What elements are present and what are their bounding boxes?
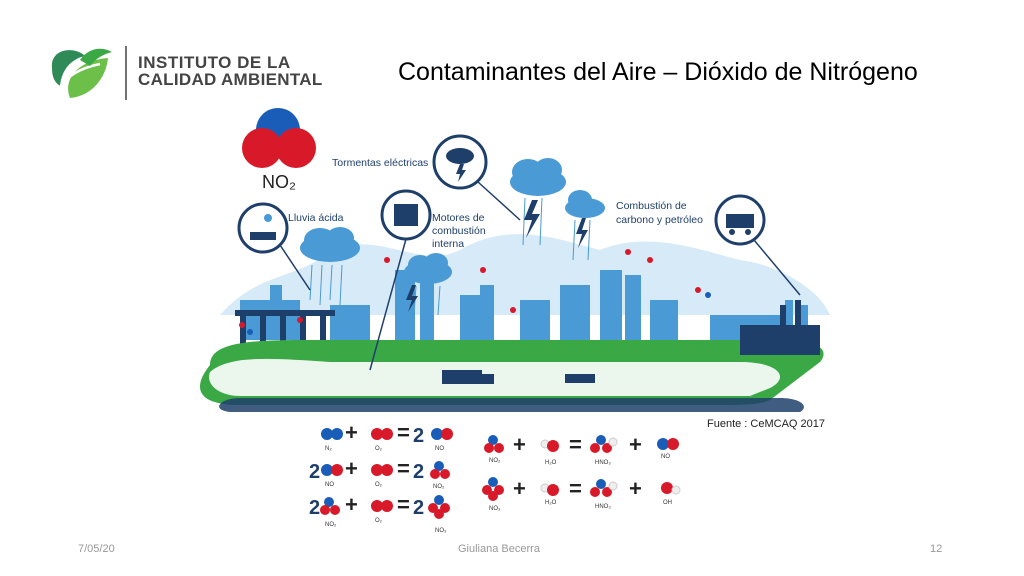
rain-drops (309, 197, 591, 316)
label-storms: Tormentas eléctricas (332, 157, 428, 169)
callout-line (753, 239, 801, 296)
svg-text:NO₃: NO₃ (489, 506, 501, 512)
callout-line (369, 238, 407, 371)
svg-text:NO: NO (325, 482, 334, 488)
ground-edge (219, 398, 804, 412)
svg-text:NO: NO (661, 454, 670, 460)
svg-text:+: + (629, 432, 642, 457)
svg-text:O₂: O₂ (375, 482, 383, 488)
svg-text:H₂O: H₂O (545, 460, 557, 466)
storm-cloud-icon (510, 158, 566, 196)
leaf-logo-icon (51, 48, 112, 98)
svg-text:HNO₃: HNO₃ (595, 504, 611, 510)
label-engines-2: combustión (432, 225, 486, 237)
city-skyline (240, 270, 808, 340)
svg-text:NO₂: NO₂ (489, 458, 501, 464)
engine-icon (380, 189, 432, 241)
svg-text:H₂O: H₂O (545, 500, 557, 506)
svg-text:O₂: O₂ (375, 518, 383, 524)
footer-page-number: 12 (930, 543, 943, 555)
equation-row: 2 + = 2 NO₂ O₂ NO₃ (309, 492, 450, 534)
equation-row: + = + NO₃ H₂O HNO₃ OH (482, 476, 681, 512)
svg-text:O₂: O₂ (375, 446, 383, 452)
svg-text:2: 2 (413, 425, 424, 447)
label-acid-rain: Lluvia ácida (288, 212, 344, 224)
svg-text:NO₂: NO₂ (325, 522, 337, 528)
acid-rain-hand-icon (237, 202, 289, 254)
svg-text:+: + (345, 456, 358, 481)
road (209, 358, 780, 396)
svg-text:+: + (345, 492, 358, 517)
pickup-icon (565, 374, 595, 383)
svg-text:NO: NO (435, 446, 444, 452)
institute-logo (51, 46, 127, 100)
factory-icon (740, 300, 820, 355)
svg-text:=: = (569, 432, 582, 457)
coal-cart-icon (714, 194, 766, 246)
slide-title: Contaminantes del Aire – Dióxido de Nitr… (398, 58, 918, 86)
svg-text:2: 2 (413, 497, 424, 519)
storm-cloud-icon (565, 190, 605, 218)
label-combustion-2: carbono y petróleo (616, 214, 703, 226)
background-hills (220, 234, 830, 315)
equation-row: + = + NO₂ H₂O HNO₃ NO (484, 432, 679, 466)
molecule-label: NO₂ (262, 172, 296, 192)
org-name-line2: CALIDAD AMBIENTAL (138, 70, 323, 89)
svg-text:+: + (513, 432, 526, 457)
truck-icon (442, 370, 494, 384)
svg-text:2: 2 (309, 497, 320, 519)
svg-text:NO₃: NO₃ (435, 528, 447, 534)
svg-text:+: + (345, 420, 358, 445)
label-combustion-1: Combustión de (616, 200, 687, 212)
svg-text:=: = (569, 476, 582, 501)
pollutant-molecules (239, 249, 711, 335)
label-engines-3: interna (432, 238, 464, 250)
lightning-icon (406, 200, 588, 312)
svg-text:=: = (397, 456, 410, 481)
callout-line (279, 244, 311, 291)
svg-text:NO₂: NO₂ (433, 484, 445, 490)
svg-text:+: + (629, 476, 642, 501)
svg-text:2: 2 (413, 461, 424, 483)
svg-text:HNO₃: HNO₃ (595, 460, 611, 466)
no2-molecule-icon (242, 108, 316, 168)
footer-author: Giuliana Becerra (458, 543, 540, 555)
org-name: INSTITUTO DE LA CALIDAD AMBIENTAL (138, 54, 323, 88)
label-engines-1: Motores de (432, 212, 485, 224)
footer-date: 7/05/20 (78, 543, 115, 555)
source-caption: Fuente : CeMCAQ 2017 (707, 418, 826, 430)
equation-row: + = 2 N₂ O₂ NO (321, 420, 453, 452)
svg-text:=: = (397, 492, 410, 517)
equation-row: 2 + = 2 NO O₂ NO₂ (309, 456, 450, 490)
aqueduct (235, 310, 335, 346)
svg-text:N₂: N₂ (325, 446, 332, 452)
rain-cloud-icon (404, 253, 452, 284)
svg-text:=: = (397, 420, 410, 445)
reaction-equations: + = 2 N₂ O₂ NO 2 + = 2 NO O₂ NO₂ 2 + = 2… (309, 420, 681, 534)
no2-sources-illustration: NO₂ (200, 108, 830, 412)
svg-text:+: + (513, 476, 526, 501)
storm-icon (432, 134, 488, 190)
rain-cloud-icon (300, 227, 360, 262)
svg-text:2: 2 (309, 461, 320, 483)
callout-line (477, 181, 521, 221)
org-name-line1: INSTITUTO DE LA (138, 53, 291, 72)
svg-text:OH: OH (663, 500, 672, 506)
